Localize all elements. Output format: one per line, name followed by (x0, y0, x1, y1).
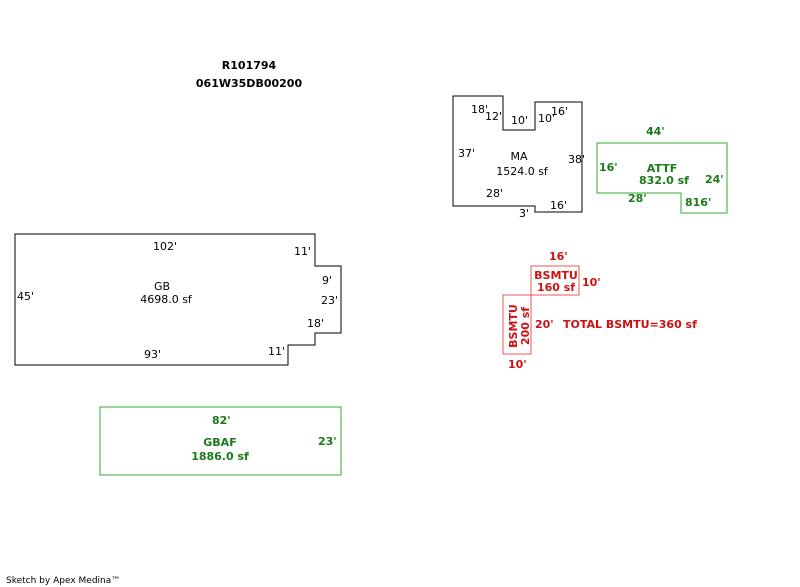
bsmtu-lower-area: 200 sf (519, 307, 532, 345)
ma-dim: 28' (486, 187, 503, 200)
gb-dim: 102' (153, 240, 177, 253)
bsmtu-lower-dim: 20' (535, 318, 554, 331)
gb-dim: 93' (144, 348, 161, 361)
gb-dim: 23' (321, 294, 338, 307)
area-bsmtu-upper: 16' BSMTU 160 sf 10' (530, 250, 601, 296)
area-gb: 102' 11' 9' 45' GB 4698.0 sf 23' 18' 93'… (14, 233, 342, 366)
ma-dim: 10' (538, 112, 555, 125)
area-gbaf: 82' GBAF 1886.0 sf 23' (99, 406, 342, 476)
gbaf-area: 1886.0 sf (191, 450, 249, 463)
ma-dim: 3' (519, 207, 529, 220)
area-attf: 44' 16' ATTF 832.0 sf 24' 28' 816' (596, 125, 728, 214)
bsmtu-upper-outline (530, 265, 580, 296)
gbaf-code: GBAF (203, 436, 236, 449)
gb-outline (14, 233, 342, 366)
bsmtu-upper-area: 160 sf (537, 281, 575, 294)
bsmtu-upper-dim: 10' (582, 276, 601, 289)
sketch-credit: Sketch by Apex Medina™ (6, 576, 120, 586)
ma-area: 1524.0 sf (496, 165, 549, 178)
gb-dim: 18' (307, 317, 324, 330)
attf-area: 832.0 sf (639, 174, 689, 187)
ma-dim: 37' (458, 147, 475, 160)
bsmtu-lower-code: BSMTU (507, 304, 520, 348)
map-tax-lot: 061W35DB00200 (196, 77, 303, 90)
attf-dim: 816' (685, 196, 711, 209)
attf-dim: 44' (646, 125, 665, 138)
area-bsmtu-lower: BSMTU 200 sf 20' 10' (502, 294, 554, 371)
attf-dim: 28' (628, 192, 647, 205)
ma-code: MA (510, 150, 527, 163)
gb-dim: 11' (294, 245, 311, 258)
area-ma: MA 1524.0 sf 18' 12' 10' 10' 16' 37' 38'… (452, 95, 585, 220)
bsmtu-upper-dim: 16' (549, 250, 568, 263)
bsmtu-total: TOTAL BSMTU=360 sf (563, 318, 697, 331)
gb-dim: 9' (322, 274, 332, 287)
ma-outline (452, 95, 583, 213)
attf-dim: 24' (705, 173, 724, 186)
gbaf-outline (99, 406, 342, 476)
gb-area: 4698.0 sf (140, 293, 193, 306)
ma-dim: 18' (471, 103, 488, 116)
ma-dim: 16' (550, 199, 567, 212)
bsmtu-lower-outline (502, 294, 532, 355)
attf-dim: 16' (599, 161, 618, 174)
attf-code: ATTF (647, 162, 677, 175)
bsmtu-upper-code: BSMTU (534, 269, 578, 282)
attf-outline (596, 142, 728, 214)
account-number: R101794 (222, 59, 277, 72)
ma-dim: 16' (551, 105, 568, 118)
gb-dim: 11' (268, 345, 285, 358)
gbaf-dim: 82' (212, 414, 231, 427)
gbaf-dim: 23' (318, 435, 337, 448)
ma-dim: 12' (485, 110, 502, 123)
gb-code: GB (154, 280, 170, 293)
bsmtu-lower-dim: 10' (508, 358, 527, 371)
ma-dim: 10' (511, 114, 528, 127)
ma-dim: 38' (568, 153, 585, 166)
gb-dim: 45' (17, 290, 34, 303)
